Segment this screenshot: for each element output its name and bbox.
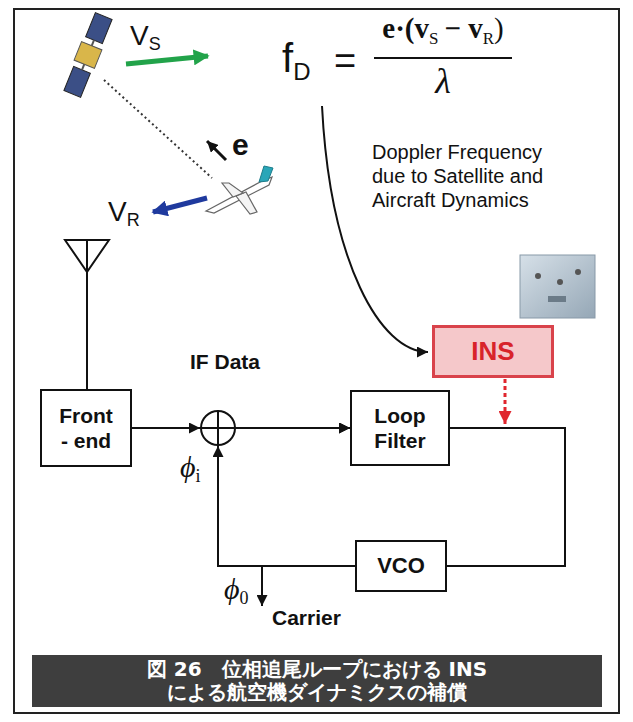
ins-photo	[520, 255, 595, 318]
phase-label: ϕ	[224, 572, 240, 606]
box-label: Front - end	[56, 403, 116, 453]
formula-symbol: D	[293, 58, 310, 86]
formula-denominator-group: λ	[435, 60, 451, 102]
box-label: Loop Filter	[365, 403, 435, 453]
formula-numerator: e·(v	[382, 12, 429, 45]
solar-panel	[64, 66, 90, 97]
solar-panel	[86, 13, 112, 44]
antenna-feed	[86, 240, 88, 389]
ins-box: INS	[432, 325, 554, 378]
wing	[222, 183, 243, 197]
formula-symbol: =	[334, 40, 356, 83]
velocity-label: R	[127, 210, 140, 231]
vector-label: e	[232, 128, 249, 162]
fraction-bar	[374, 57, 512, 59]
signal-wire	[218, 428, 355, 566]
satellite-body	[74, 42, 102, 69]
photo-detail	[535, 273, 541, 279]
photo-detail	[557, 279, 563, 285]
velocity-label: V	[108, 196, 127, 228]
signal-name-group: IF Data	[190, 350, 260, 374]
outer-frame	[14, 9, 619, 713]
note-text: Doppler Frequency due to Satellite and A…	[372, 140, 562, 212]
velocity-label: V	[130, 20, 149, 52]
box-label: VCO	[377, 553, 425, 579]
process-box: Loop Filter	[350, 390, 450, 466]
signal-name: Carrier	[272, 606, 341, 630]
carrier-output-arrow	[261, 566, 263, 606]
velocity-label: S	[149, 34, 161, 55]
satellite-icon	[62, 12, 114, 98]
phase-label-group: ϕ0	[224, 572, 249, 606]
figure-caption: 図 26 位相追尾ループにおける INS による航空機ダイナミクスの補償	[142, 658, 492, 704]
formula-symbol: f	[282, 36, 293, 81]
signal-name: IF Data	[190, 350, 260, 374]
formula-numerator: − v	[444, 12, 482, 45]
box-label: INS	[471, 336, 514, 367]
velocity-label-group: VR	[108, 196, 140, 228]
satellite-velocity-arrow	[126, 56, 208, 64]
aircraft-icon	[206, 166, 273, 214]
signal-name-group: Carrier	[272, 606, 341, 630]
formula-numerator: R	[483, 29, 494, 49]
phase-label: 0	[240, 588, 249, 609]
formula-numerator: S	[429, 29, 438, 49]
line-of-sight	[104, 80, 212, 178]
formula-denominator: λ	[435, 60, 451, 102]
wing	[236, 192, 257, 214]
velocity-label-group: VS	[130, 20, 161, 52]
note-text-group: Doppler Frequency due to Satellite and A…	[372, 140, 562, 212]
process-box: VCO	[355, 540, 447, 592]
formula-symbol-group: =	[334, 40, 356, 83]
photo-detail	[575, 269, 581, 275]
phase-label-group: ϕi	[180, 450, 201, 484]
fuselage	[206, 177, 272, 213]
formula-numerator-group: e·(vS− vR)	[382, 12, 503, 45]
aircraft-velocity-arrow	[153, 198, 207, 212]
unit-vector-arrow	[207, 141, 226, 160]
phase-label: i	[196, 466, 201, 487]
signal-wire	[447, 428, 565, 566]
ins-aiding-arrow	[504, 379, 507, 424]
ins-unit-picture	[520, 255, 595, 318]
phase-label: ϕ	[180, 450, 196, 484]
photo-detail	[548, 296, 566, 302]
formula-numerator: )	[494, 12, 504, 45]
formula-symbol-group: fD	[282, 36, 310, 81]
process-box: Front - end	[40, 389, 132, 467]
vector-label-group: e	[232, 128, 249, 162]
caption-band: 図 26 位相追尾ループにおける INS による航空機ダイナミクスの補償	[32, 655, 602, 707]
tail-fin	[259, 166, 273, 182]
